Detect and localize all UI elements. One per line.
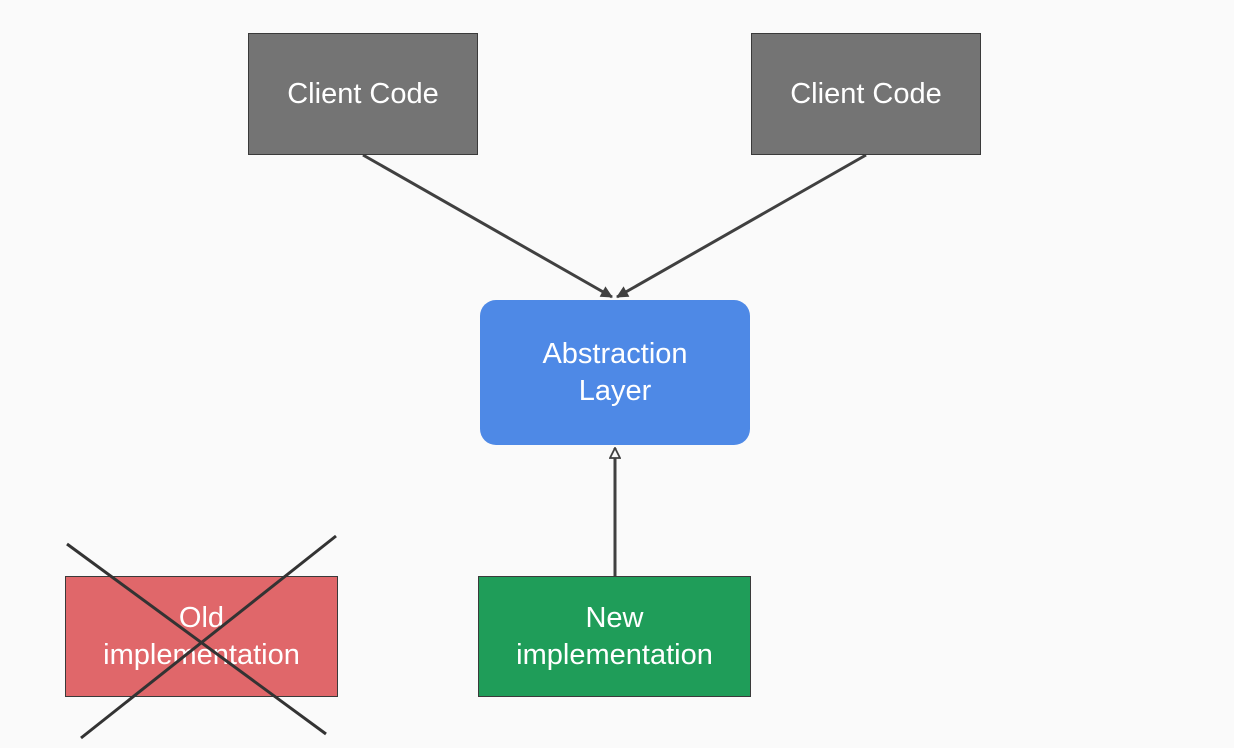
edge-client-right-to-abstraction — [616, 153, 867, 299]
client-code-label-left: Client Code — [287, 77, 439, 110]
old-implementation-box[interactable]: Old implementation — [65, 576, 338, 697]
edge-client-left-to-abstraction — [362, 153, 613, 299]
client-code-box-left[interactable]: Client Code — [248, 33, 478, 155]
client-code-box-right[interactable]: Client Code — [751, 33, 981, 155]
abstraction-layer-label: Abstraction Layer — [542, 337, 688, 407]
old-implementation-label: Old implementation — [103, 601, 300, 671]
new-implementation-label: New implementation — [516, 601, 713, 671]
new-implementation-box[interactable]: New implementation — [478, 576, 751, 697]
abstraction-layer-box[interactable]: Abstraction Layer — [480, 300, 750, 445]
client-code-label-right: Client Code — [790, 77, 942, 110]
